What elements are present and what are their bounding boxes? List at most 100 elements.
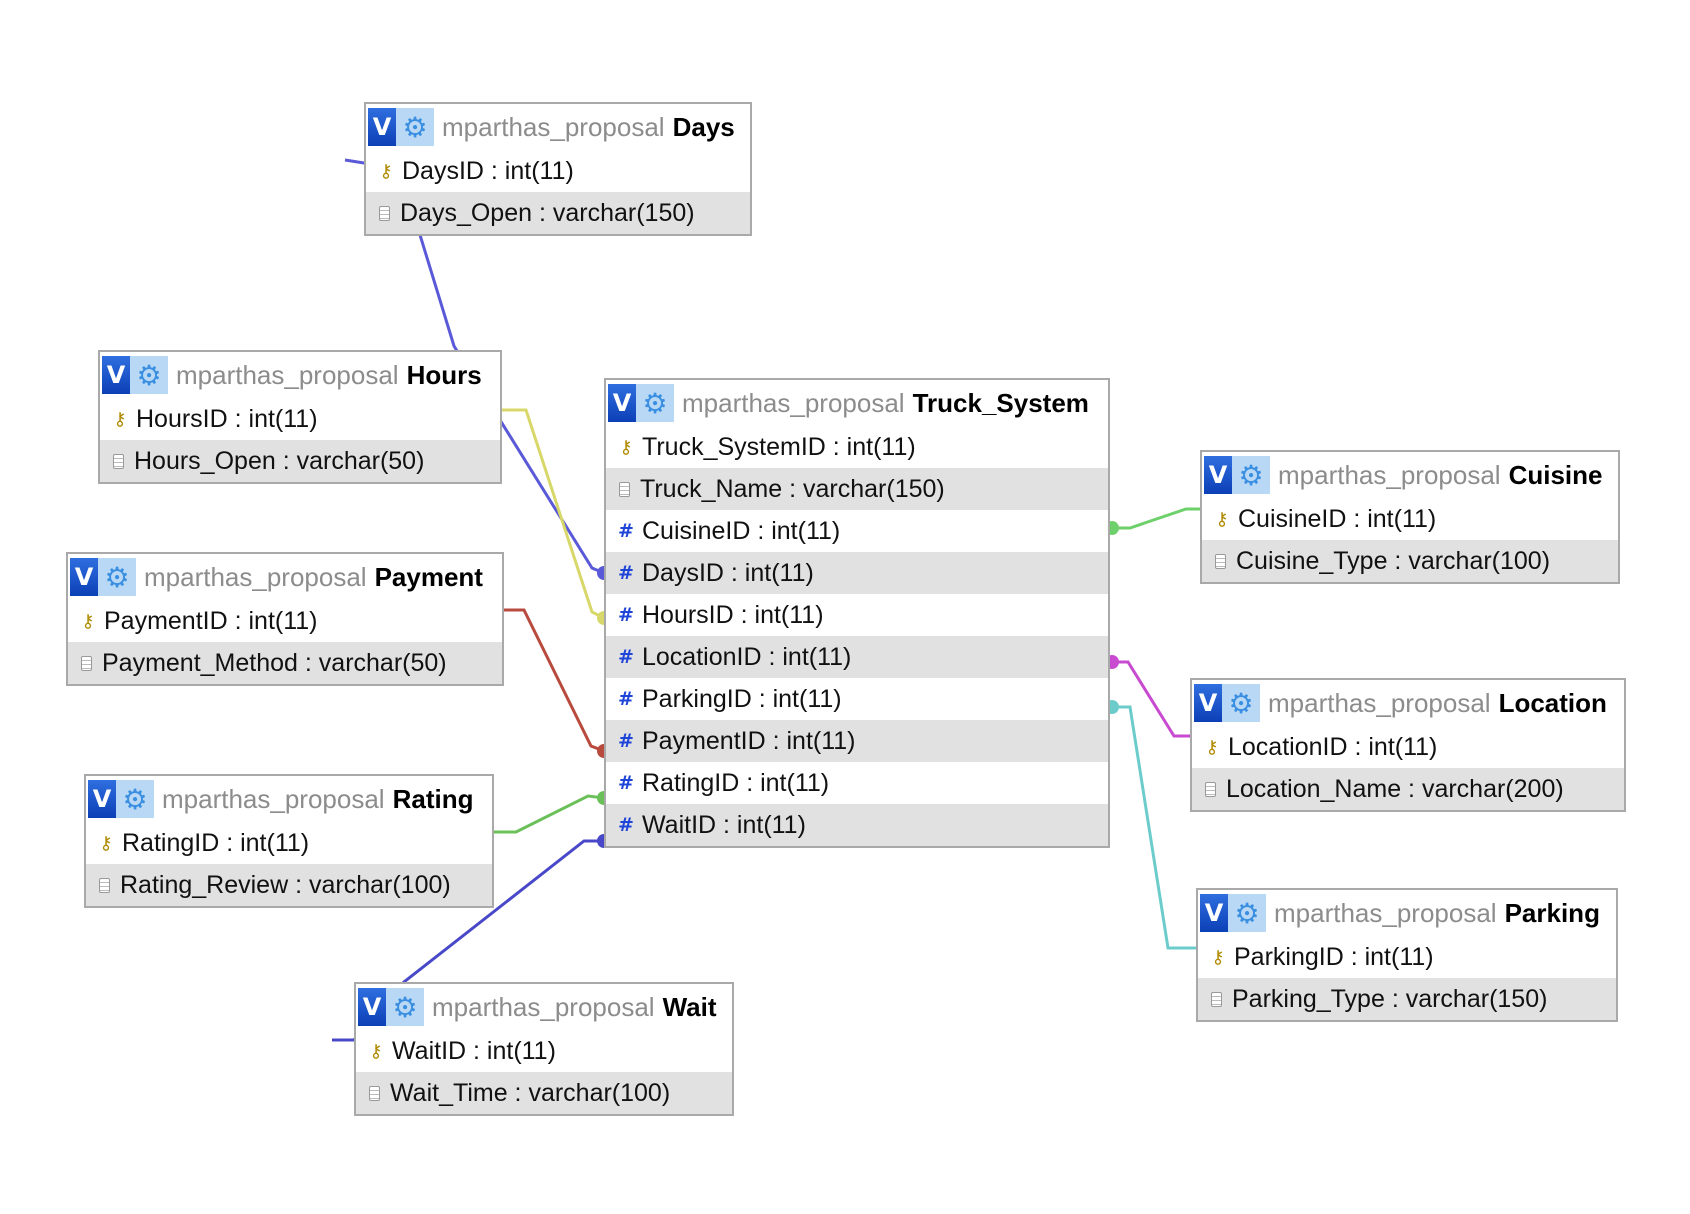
relation-line[interactable] [504, 608, 605, 753]
column-label: ParkingID : int(11) [642, 684, 842, 713]
column-label: HoursID : int(11) [136, 404, 318, 433]
column-row[interactable]: Cuisine_Type : varchar(100) [1202, 540, 1618, 582]
foreign-key-icon: # [618, 562, 634, 584]
table-header[interactable]: V ⚙ mparthas_proposal Rating [86, 776, 492, 822]
table-days[interactable]: V ⚙ mparthas_proposal Days ⚷ DaysID : in… [364, 102, 752, 236]
column-row[interactable]: Days_Open : varchar(150) [366, 192, 750, 234]
column-label: PaymentID : int(11) [104, 606, 318, 635]
column-row[interactable]: ⚷ WaitID : int(11) [356, 1030, 732, 1072]
gear-icon[interactable]: ⚙ [636, 384, 674, 422]
column-label: Truck_SystemID : int(11) [642, 432, 916, 461]
column-row[interactable]: # CuisineID : int(11) [606, 510, 1108, 552]
relation-line[interactable] [344, 158, 605, 575]
table-header[interactable]: V ⚙ mparthas_proposal Cuisine [1202, 452, 1618, 498]
relation-line[interactable] [1110, 660, 1190, 738]
table-header[interactable]: V ⚙ mparthas_proposal Hours [100, 352, 500, 398]
table-name: Wait [662, 991, 717, 1022]
column-row[interactable]: # ParkingID : int(11) [606, 678, 1108, 720]
toggle-columns-button[interactable]: V [102, 356, 130, 394]
gear-icon[interactable]: ⚙ [386, 988, 424, 1026]
column-row[interactable]: # DaysID : int(11) [606, 552, 1108, 594]
column-row[interactable]: ⚷ CuisineID : int(11) [1202, 498, 1618, 540]
column-label: RatingID : int(11) [642, 768, 830, 797]
table-header[interactable]: V ⚙ mparthas_proposal Days [366, 104, 750, 150]
table-header[interactable]: V ⚙ mparthas_proposal Location [1192, 680, 1624, 726]
table-name: Parking [1504, 897, 1600, 928]
column-row[interactable]: Location_Name : varchar(200) [1192, 768, 1624, 810]
text-column-icon [369, 1085, 380, 1101]
table-header[interactable]: V ⚙ mparthas_proposal Truck_System [606, 380, 1108, 426]
column-label: CuisineID : int(11) [1238, 504, 1437, 533]
column-row[interactable]: ⚷ LocationID : int(11) [1192, 726, 1624, 768]
column-label: HoursID : int(11) [642, 600, 824, 629]
primary-key-icon: ⚷ [99, 832, 113, 854]
database-name: mparthas_proposal [176, 359, 399, 390]
gear-icon[interactable]: ⚙ [98, 558, 136, 596]
gear-icon[interactable]: ⚙ [1232, 456, 1270, 494]
primary-key-icon: ⚷ [619, 436, 633, 458]
table-parking[interactable]: V ⚙ mparthas_proposal Parking ⚷ ParkingI… [1196, 888, 1618, 1022]
toggle-columns-button[interactable]: V [1200, 894, 1228, 932]
column-row[interactable]: Rating_Review : varchar(100) [86, 864, 492, 906]
column-row[interactable]: Wait_Time : varchar(100) [356, 1072, 732, 1114]
column-row[interactable]: Hours_Open : varchar(50) [100, 440, 500, 482]
table-name: Cuisine [1508, 459, 1603, 490]
toggle-columns-button[interactable]: V [368, 108, 396, 146]
column-row[interactable]: # RatingID : int(11) [606, 762, 1108, 804]
table-header[interactable]: V ⚙ mparthas_proposal Payment [68, 554, 502, 600]
table-rating[interactable]: V ⚙ mparthas_proposal Rating ⚷ RatingID … [84, 774, 494, 908]
primary-key-icon: ⚷ [1211, 946, 1225, 968]
relation-line[interactable] [502, 408, 605, 620]
table-truck-system[interactable]: V ⚙ mparthas_proposal Truck_System ⚷ Tru… [604, 378, 1110, 848]
relation-line[interactable] [494, 794, 605, 834]
database-name: mparthas_proposal [432, 991, 655, 1022]
gear-icon[interactable]: ⚙ [1228, 894, 1266, 932]
gear-icon[interactable]: ⚙ [116, 780, 154, 818]
foreign-key-icon: # [618, 646, 634, 668]
table-header[interactable]: V ⚙ mparthas_proposal Wait [356, 984, 732, 1030]
database-name: mparthas_proposal [442, 111, 665, 142]
column-row[interactable]: ⚷ RatingID : int(11) [86, 822, 492, 864]
column-label: Rating_Review : varchar(100) [120, 870, 451, 899]
relation-line[interactable] [1110, 705, 1196, 950]
column-row[interactable]: # PaymentID : int(11) [606, 720, 1108, 762]
gear-icon[interactable]: ⚙ [396, 108, 434, 146]
column-label: WaitID : int(11) [392, 1036, 556, 1065]
primary-key-icon: ⚷ [81, 610, 95, 632]
column-row[interactable]: # WaitID : int(11) [606, 804, 1108, 846]
toggle-columns-button[interactable]: V [1194, 684, 1222, 722]
column-row[interactable]: Parking_Type : varchar(150) [1198, 978, 1616, 1020]
column-row[interactable]: ⚷ ParkingID : int(11) [1198, 936, 1616, 978]
table-hours[interactable]: V ⚙ mparthas_proposal Hours ⚷ HoursID : … [98, 350, 502, 484]
column-row[interactable]: ⚷ HoursID : int(11) [100, 398, 500, 440]
text-column-icon [99, 877, 110, 893]
column-row[interactable]: ⚷ DaysID : int(11) [366, 150, 750, 192]
text-column-icon [379, 205, 390, 221]
table-header[interactable]: V ⚙ mparthas_proposal Parking [1198, 890, 1616, 936]
gear-icon[interactable]: ⚙ [130, 356, 168, 394]
column-row[interactable]: ⚷ Truck_SystemID : int(11) [606, 426, 1108, 468]
toggle-columns-button[interactable]: V [358, 988, 386, 1026]
gear-icon[interactable]: ⚙ [1222, 684, 1260, 722]
column-row[interactable]: # HoursID : int(11) [606, 594, 1108, 636]
table-payment[interactable]: V ⚙ mparthas_proposal Payment ⚷ PaymentI… [66, 552, 504, 686]
toggle-columns-button[interactable]: V [70, 558, 98, 596]
table-wait[interactable]: V ⚙ mparthas_proposal Wait ⚷ WaitID : in… [354, 982, 734, 1116]
column-row[interactable]: Payment_Method : varchar(50) [68, 642, 502, 684]
column-label: Payment_Method : varchar(50) [102, 648, 447, 677]
column-row[interactable]: # LocationID : int(11) [606, 636, 1108, 678]
database-name: mparthas_proposal [162, 783, 385, 814]
table-cuisine[interactable]: V ⚙ mparthas_proposal Cuisine ⚷ CuisineI… [1200, 450, 1620, 584]
text-column-icon [1215, 553, 1226, 569]
column-row[interactable]: ⚷ PaymentID : int(11) [68, 600, 502, 642]
table-name: Hours [406, 359, 482, 390]
column-label: Wait_Time : varchar(100) [390, 1078, 671, 1107]
relation-line[interactable] [1110, 507, 1200, 530]
toggle-columns-button[interactable]: V [88, 780, 116, 818]
foreign-key-icon: # [618, 772, 634, 794]
table-location[interactable]: V ⚙ mparthas_proposal Location ⚷ Locatio… [1190, 678, 1626, 812]
toggle-columns-button[interactable]: V [1204, 456, 1232, 494]
toggle-columns-button[interactable]: V [608, 384, 636, 422]
column-row[interactable]: Truck_Name : varchar(150) [606, 468, 1108, 510]
